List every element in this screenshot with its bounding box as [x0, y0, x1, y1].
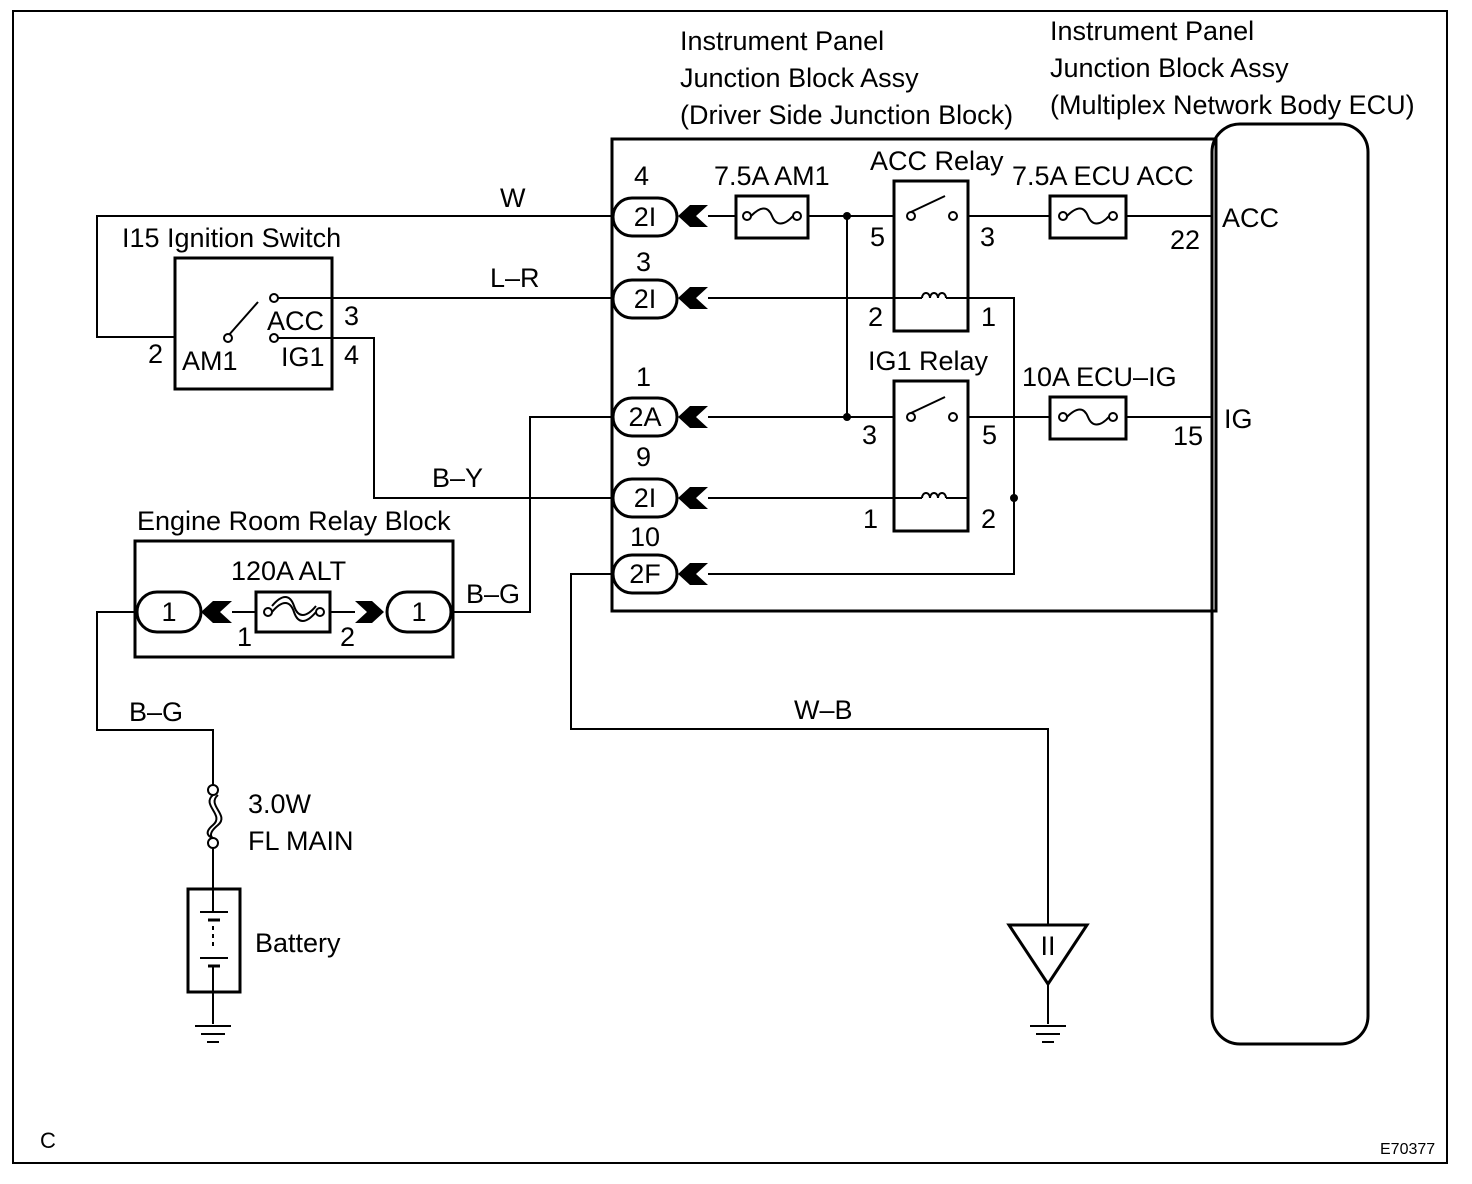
ig1-relay-pin-1: 1 — [863, 504, 878, 534]
fuse-alt-label: 120A ALT — [231, 556, 346, 586]
switch-am1-label: AM1 — [182, 346, 238, 376]
ecu-ig-terminal: IG — [1224, 404, 1253, 434]
ground-point-ii: II — [1006, 923, 1090, 987]
wire-by — [278, 337, 612, 499]
acc-relay-pin-1: 1 — [981, 302, 996, 332]
wire-bg-battery-label: B–G — [129, 697, 183, 727]
switch-pin-4: 4 — [344, 340, 359, 370]
ecu-box — [1210, 122, 1370, 1046]
junction-block-box — [610, 137, 1218, 613]
engine-relay-block-label: Engine Room Relay Block — [137, 506, 451, 536]
acc-relay-label: ACC Relay — [870, 146, 1004, 176]
fuse-10a-ecu-ig — [1048, 395, 1128, 441]
connector-2i-pin3: 3 2I — [611, 247, 708, 320]
ground-point-label: II — [1040, 931, 1055, 961]
ig1-relay-pin-2: 2 — [981, 504, 996, 534]
wire-lr-label: L–R — [490, 263, 540, 293]
battery-label: Battery — [255, 928, 341, 958]
ig1-relay-contact — [906, 396, 958, 422]
fusible-link-name: FL MAIN — [248, 826, 354, 856]
ip-jb-title-line2: Junction Block Assy — [680, 63, 919, 93]
acc-relay-pin-3: 3 — [980, 222, 995, 252]
ecu-title: Instrument Panel Junction Block Assy (Mu… — [1050, 16, 1415, 120]
acc-relay-box — [892, 179, 970, 333]
connector-2a-pin1: 1 2A — [611, 362, 708, 438]
acc-relay-pin-2: 2 — [868, 302, 883, 332]
switch-ig1-label: IG1 — [281, 342, 325, 372]
battery-symbol — [186, 887, 242, 994]
connector-2i-pin4: 4 2I — [611, 161, 708, 238]
relay-block-connector-right: 1 — [355, 590, 453, 634]
wire-bg-relay-label: B–G — [466, 579, 520, 609]
switch-acc-label: ACC — [267, 306, 324, 336]
wire-w — [96, 215, 612, 338]
wire-by-label: B–Y — [432, 463, 483, 493]
relay-block-pin-1: 1 — [237, 622, 252, 652]
switch-pin-2: 2 — [148, 339, 163, 369]
ig1-relay-coil — [894, 492, 968, 499]
ig1-relay-pin-3: 3 — [862, 420, 877, 450]
acc-relay-pin-5: 5 — [870, 222, 885, 252]
connector-label: 1 — [411, 597, 426, 627]
ig1-relay-pin-5: 5 — [982, 420, 997, 450]
outer-frame — [12, 10, 1448, 1164]
ip-jb-title-line1: Instrument Panel — [680, 26, 884, 56]
wire-w-label: W — [500, 183, 526, 213]
ip-junction-block-title: Instrument Panel Junction Block Assy (Dr… — [680, 26, 1013, 130]
connector-label: 2I — [634, 483, 657, 513]
ip-jb-title-line3: (Driver Side Junction Block) — [680, 100, 1013, 130]
fusible-link-rating: 3.0W — [248, 789, 312, 819]
fuse-7-5a-am1 — [734, 194, 810, 240]
engine-relay-block-box — [133, 539, 455, 659]
fuse-ecu-acc-label: 7.5A ECU ACC — [1012, 161, 1194, 191]
wire-wb — [570, 573, 1049, 925]
connector-pin-number: 4 — [634, 161, 649, 191]
ig1-relay-box — [892, 379, 970, 533]
acc-relay-coil — [894, 292, 968, 299]
ignition-switch-label: I15 Ignition Switch — [122, 223, 341, 253]
connector-label: 2I — [634, 284, 657, 314]
fuse-7-5a-ecu-acc — [1048, 194, 1128, 240]
wire-bg-battery — [96, 611, 214, 786]
fuse-120a-alt — [254, 590, 332, 634]
connector-label: 2F — [629, 559, 661, 589]
connector-2f-pin10: 10 2F — [611, 522, 708, 595]
ig1-relay-label: IG1 Relay — [868, 346, 989, 376]
ecu-ig-pin: 15 — [1173, 421, 1203, 451]
wire-wb-label: W–B — [794, 695, 853, 725]
wire-bg-relay — [453, 416, 612, 613]
connector-pin-number: 1 — [636, 362, 651, 392]
ecu-title-line1: Instrument Panel — [1050, 16, 1254, 46]
corner-c-label: C — [40, 1128, 56, 1153]
fusible-link-fl-main — [206, 784, 223, 849]
connector-2i-pin9: 9 2I — [611, 442, 708, 519]
connector-pin-number: 9 — [636, 442, 651, 472]
connector-pin-number: 3 — [636, 247, 651, 277]
connector-label: 2I — [634, 202, 657, 232]
relay-block-pin-2: 2 — [340, 622, 355, 652]
connector-pin-number: 10 — [630, 522, 660, 552]
fuse-am1-label: 7.5A AM1 — [714, 161, 830, 191]
ground-symbol-battery — [195, 1025, 231, 1043]
ecu-acc-pin: 22 — [1170, 225, 1200, 255]
ecu-acc-terminal: ACC — [1222, 203, 1279, 233]
ground-symbol-body — [1030, 1025, 1066, 1043]
switch-pin-3: 3 — [344, 301, 359, 331]
connector-label: 1 — [161, 597, 176, 627]
relay-block-connector-left: 1 — [135, 590, 232, 634]
ecu-title-line2: Junction Block Assy — [1050, 53, 1289, 83]
ecu-title-line3: (Multiplex Network Body ECU) — [1050, 90, 1415, 120]
connector-label: 2A — [628, 402, 661, 432]
figure-code: E70377 — [1380, 1141, 1435, 1158]
fuse-ecu-ig-label: 10A ECU–IG — [1022, 362, 1177, 392]
acc-relay-contact — [906, 195, 958, 221]
ignition-switch-box — [173, 256, 334, 391]
